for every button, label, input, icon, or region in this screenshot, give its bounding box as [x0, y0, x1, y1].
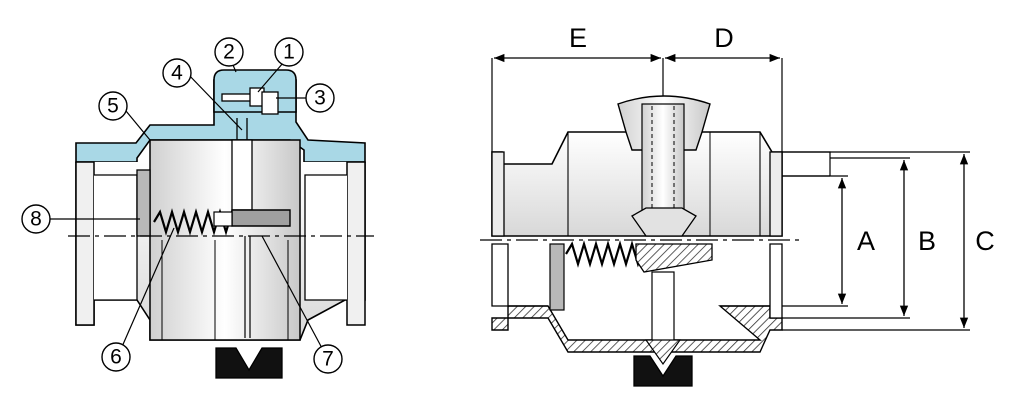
- svg-text:5: 5: [107, 95, 119, 118]
- callout-6: 6: [101, 342, 131, 372]
- svg-text:6: 6: [110, 346, 122, 369]
- dim-label-c: C: [975, 226, 995, 256]
- callout-8: 8: [21, 204, 51, 234]
- callout-1: 1: [274, 37, 304, 67]
- svg-text:4: 4: [171, 62, 183, 85]
- svg-text:7: 7: [322, 348, 334, 371]
- callout-2: 2: [214, 37, 244, 67]
- svg-text:3: 3: [314, 87, 326, 110]
- dim-label-e: E: [569, 23, 587, 53]
- nut: [261, 91, 279, 115]
- callout-7: 7: [313, 344, 343, 374]
- svg-text:8: 8: [30, 208, 42, 231]
- left-flange: [75, 161, 95, 326]
- dim-label-a: A: [857, 226, 875, 256]
- main-barrel: [149, 139, 301, 341]
- callout-4: 4: [162, 58, 192, 88]
- disc-right: [635, 243, 713, 273]
- right-valve-dimensions: E D: [480, 23, 995, 387]
- seal-ring: [136, 169, 151, 237]
- bottom-actuator-right: [633, 355, 693, 387]
- spring-right: [565, 240, 644, 268]
- dim-label-d: D: [714, 23, 734, 53]
- right-lower-section: [491, 305, 783, 353]
- valve-disc: [231, 209, 291, 227]
- svg-text:1: 1: [283, 41, 295, 64]
- left-valve-section: 1 2 3 4 5 6 7 8: [21, 37, 374, 379]
- hex-nut: [631, 207, 697, 237]
- right-flange: [346, 161, 366, 326]
- dim-label-b: B: [918, 226, 936, 256]
- bottom-actuator: [215, 347, 283, 379]
- callout-3: 3: [305, 83, 335, 113]
- callout-5: 5: [98, 91, 128, 121]
- svg-text:2: 2: [223, 41, 235, 64]
- stem: [231, 139, 253, 211]
